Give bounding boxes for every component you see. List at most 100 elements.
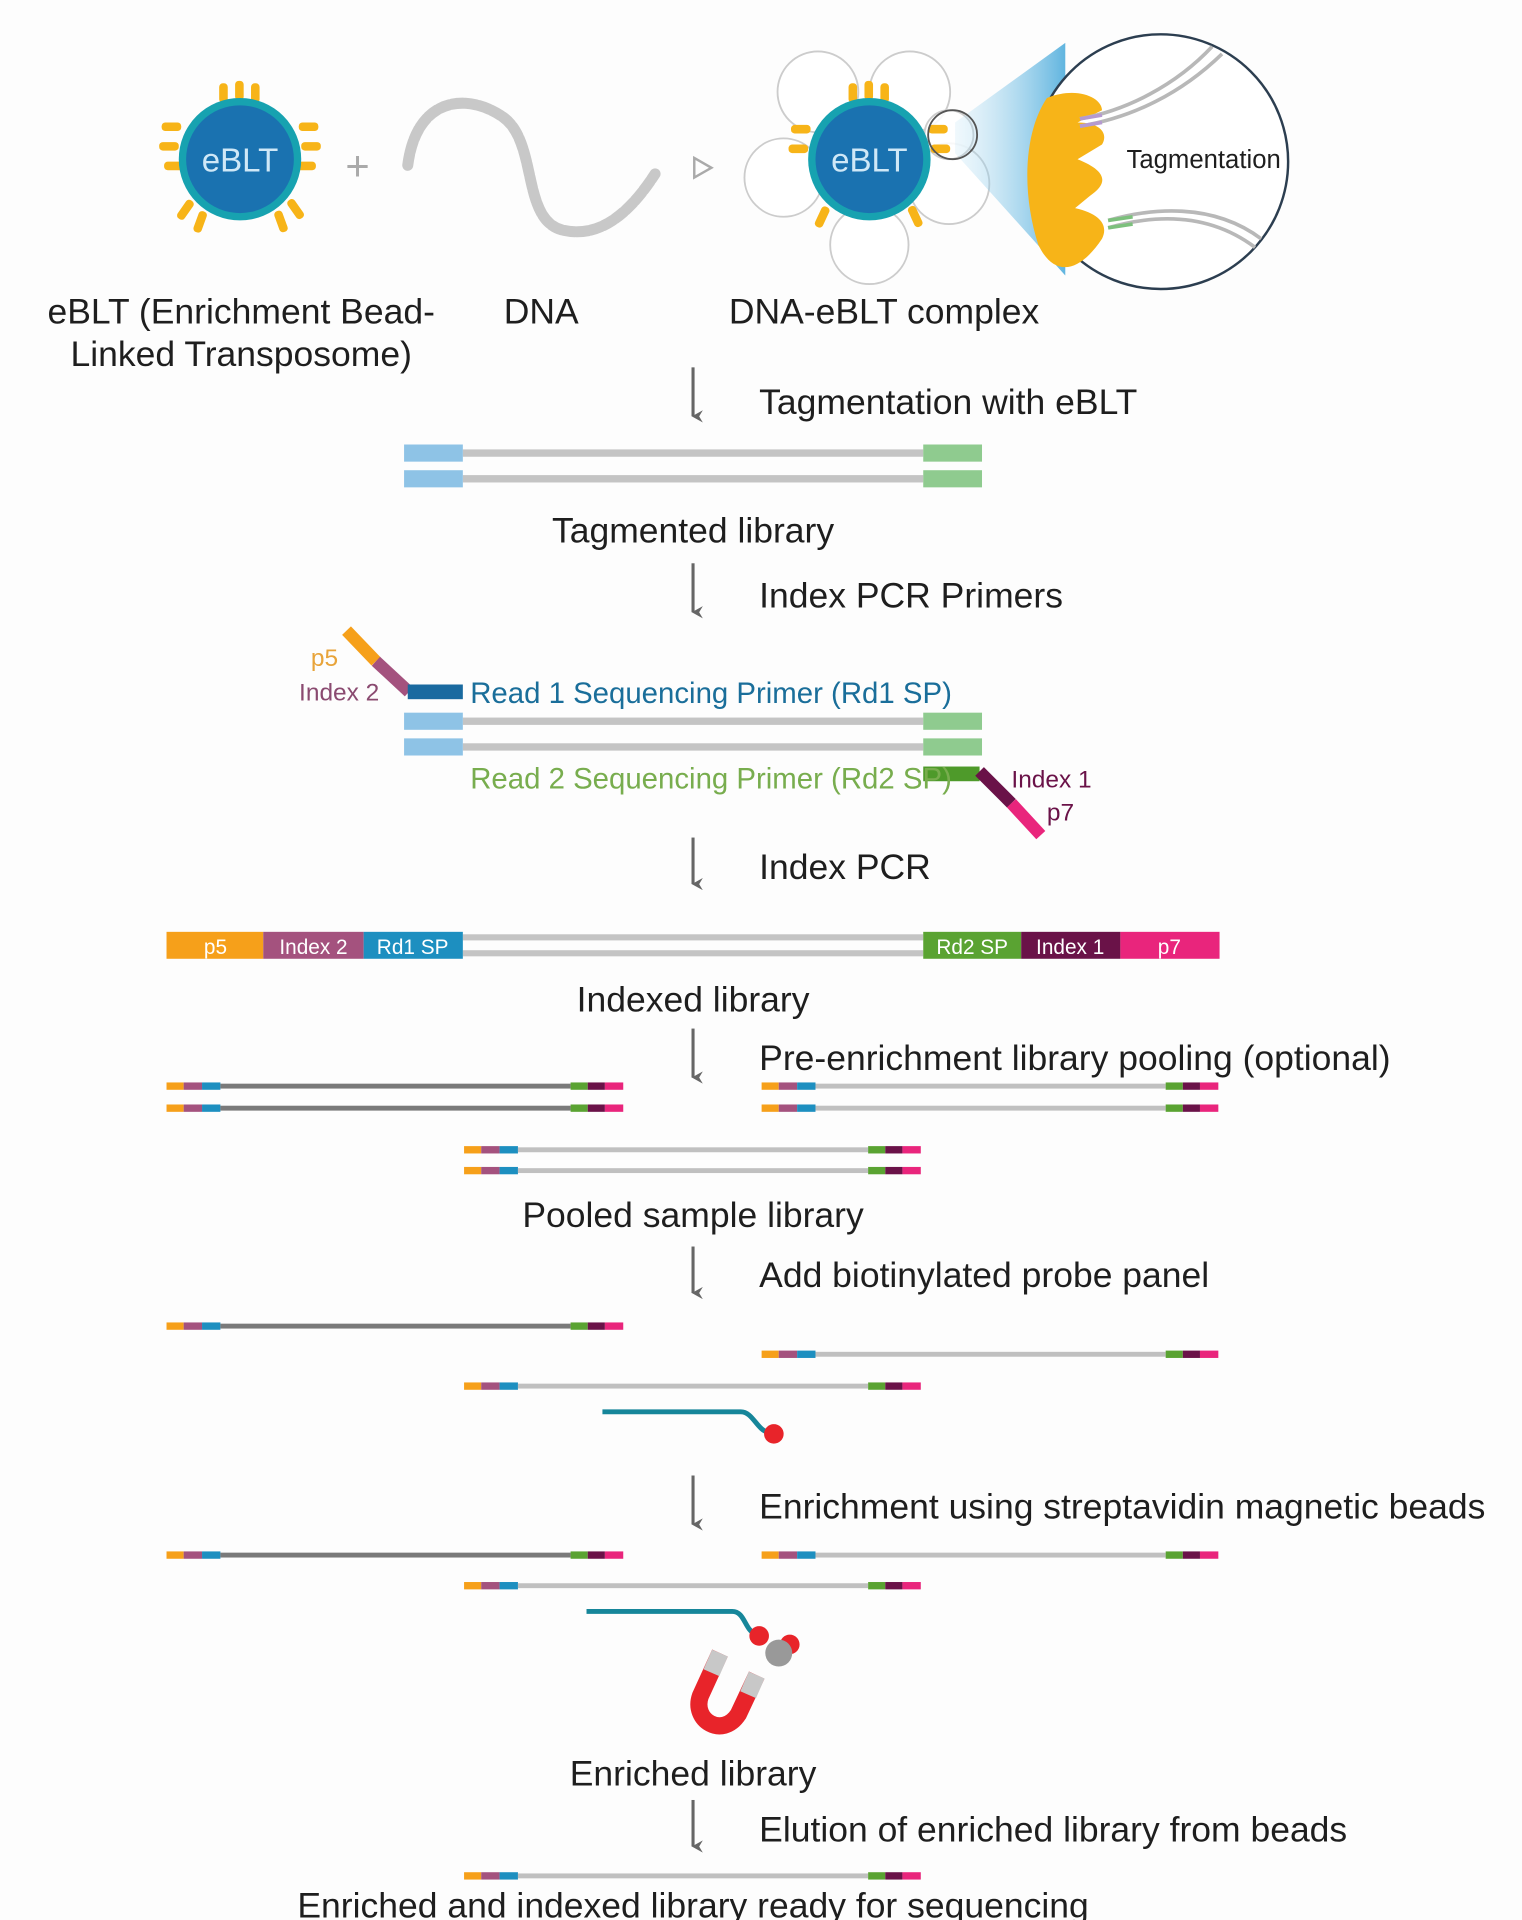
fragment-segment (499, 1146, 518, 1154)
eblt-bead: eBLT (159, 80, 321, 233)
label-index1: Index 1 (1011, 766, 1091, 793)
magnet-icon (690, 1649, 765, 1735)
library-fragment (464, 1166, 921, 1175)
fragment-segment (1165, 1350, 1183, 1358)
fragment-segment (815, 1105, 1166, 1111)
step-probe-panel: Add biotinylated probe panel (759, 1255, 1209, 1295)
label-enriched-library: Enriched library (570, 1753, 817, 1793)
plus-icon: + (345, 142, 369, 189)
library-fragment (761, 1551, 1219, 1559)
fragment-segment (868, 1166, 886, 1175)
fragment-segment (815, 1083, 1166, 1089)
fragment-segment (797, 1104, 816, 1112)
segment-p7: p7 (1158, 936, 1181, 959)
fragment-segment (902, 1146, 921, 1154)
fragment-segment (868, 1146, 886, 1154)
label-pooled-library: Pooled sample library (522, 1195, 864, 1235)
fragment-segment (587, 1104, 605, 1112)
fragment-segment (778, 1350, 798, 1358)
library-fragment (166, 1082, 624, 1090)
fragment-segment (517, 1168, 869, 1174)
fragment-segment (570, 1104, 588, 1112)
fragment-segment (1165, 1551, 1183, 1559)
label-indexed-library: Indexed library (577, 979, 810, 1019)
label-p5: p5 (311, 645, 338, 672)
fragment-segment (902, 1582, 921, 1590)
biotinylated-probe (602, 1409, 784, 1444)
library-fragment (464, 1382, 921, 1390)
probe-bound-to-bead (586, 1608, 800, 1667)
eblt-label-line2: Linked Transposome) (71, 334, 412, 374)
library-fragment (464, 1146, 921, 1154)
fragment-segment (778, 1082, 798, 1090)
fragment-segment (202, 1082, 221, 1090)
fragment-segment (481, 1166, 500, 1175)
fragment-segment (481, 1146, 500, 1154)
step-elution: Elution of enriched library from beads (759, 1810, 1347, 1850)
fragment-segment (570, 1551, 588, 1559)
fragment-segment (885, 1166, 903, 1175)
fragment-segment (166, 1322, 184, 1330)
fragment-segment (499, 1872, 518, 1880)
step-index-pcr-primers: Index PCR Primers (759, 575, 1063, 615)
fragment-segment (202, 1104, 221, 1112)
step-tagmentation: Tagmentation with eBLT (759, 382, 1137, 422)
dna-strand (402, 97, 661, 238)
fragment-segment (587, 1082, 605, 1090)
dna-eblt-complex: eBLT (743, 50, 991, 286)
fragment-segment (481, 1382, 500, 1390)
fragment-segment (797, 1551, 816, 1559)
library-fragment (464, 1582, 921, 1590)
fragment-segment (761, 1350, 779, 1358)
step-index-pcr: Index PCR (759, 847, 931, 887)
fragment-segment (464, 1146, 482, 1154)
indexed-library-bar: p5 Index 2 Rd1 SP Rd2 SP Index 1 p7 (166, 931, 1220, 959)
label-read2-primer: Read 2 Sequencing Primer (Rd2 SP) (470, 763, 952, 796)
fragment-segment (587, 1322, 605, 1330)
arrow-right-icon (693, 155, 714, 180)
library-fragment (761, 1104, 1219, 1112)
fragment-segment (570, 1322, 588, 1330)
fragment-segment (1182, 1551, 1200, 1559)
fragment-segment (604, 1551, 624, 1559)
fragment-segment (183, 1551, 203, 1559)
fragment-segment (885, 1146, 903, 1154)
fragment-segment (481, 1872, 500, 1880)
library-fragment (166, 1322, 624, 1330)
fragment-segment (183, 1104, 203, 1112)
segment-p5: p5 (204, 936, 227, 959)
fragment-segment (499, 1166, 518, 1175)
fragment-segment (481, 1582, 500, 1590)
label-index2: Index 2 (299, 679, 379, 706)
label-tagmented-library: Tagmented library (552, 510, 834, 550)
inset-label: Tagmentation (1126, 146, 1280, 174)
fragment-segment (517, 1383, 869, 1389)
step-enrichment: Enrichment using streptavidin magnetic b… (759, 1486, 1485, 1526)
label-p7: p7 (1047, 799, 1074, 826)
fragment-segment (815, 1552, 1166, 1558)
fragment-segment (815, 1351, 1166, 1357)
tagmented-fragment (404, 444, 983, 488)
fragment-segment (499, 1582, 518, 1590)
fragment-segment (778, 1551, 798, 1559)
fragment-segment (166, 1551, 184, 1559)
fragment-segment (885, 1872, 903, 1880)
fragment-segment (220, 1105, 571, 1111)
fragment-segment (220, 1323, 571, 1329)
fragment-segment (1182, 1350, 1200, 1358)
tagmentation-zoom-inset: Tagmentation (927, 33, 1290, 291)
fragment-segment (1199, 1104, 1219, 1112)
fragment-segment (1199, 1082, 1219, 1090)
bead-label: eBLT (202, 142, 279, 179)
fragment-segment (761, 1551, 779, 1559)
complex-bead-label: eBLT (831, 142, 908, 179)
fragment-segment (868, 1872, 886, 1880)
library-fragment (166, 1551, 624, 1559)
fragment-segment (464, 1872, 482, 1880)
fragment-segment (1165, 1104, 1183, 1112)
dna-label: DNA (504, 291, 579, 331)
fragment-segment (1182, 1082, 1200, 1090)
fragment-segment (902, 1382, 921, 1390)
library-fragment (166, 1104, 624, 1112)
fragment-segment (1165, 1082, 1183, 1090)
